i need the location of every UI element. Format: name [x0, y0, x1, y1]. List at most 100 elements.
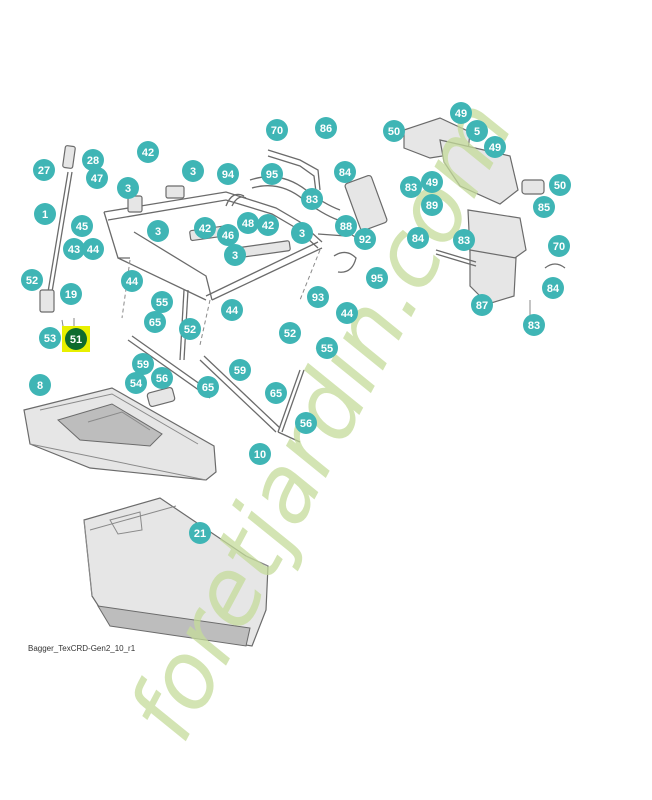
callout-number: 89	[426, 200, 438, 212]
part-callout-59: 59	[229, 359, 251, 381]
callout-circle	[224, 244, 246, 266]
callout-number: 27	[38, 165, 50, 177]
callout-circle	[261, 163, 283, 185]
catcher-lid	[23, 387, 217, 481]
part-callout-3: 3	[182, 160, 204, 182]
part-callout-92: 92	[354, 228, 376, 250]
callout-circle	[421, 194, 443, 216]
callout-circle	[121, 270, 143, 292]
part-callout-84: 84	[407, 227, 429, 249]
callout-number: 83	[528, 320, 540, 332]
callout-circle	[548, 235, 570, 257]
callout-circle	[301, 188, 323, 210]
callout-circle	[336, 302, 358, 324]
part-callout-1: 1	[34, 203, 56, 225]
callout-circle	[400, 176, 422, 198]
part-callout-55: 55	[316, 337, 338, 359]
part-callout-28: 28	[82, 149, 104, 171]
callout-number: 46	[222, 230, 234, 242]
callout-number: 59	[137, 359, 149, 371]
callout-number: 84	[339, 167, 352, 179]
part-callout-44: 44	[221, 299, 243, 321]
callout-number: 70	[271, 125, 283, 137]
callout-number: 56	[300, 418, 312, 430]
callout-circle	[151, 367, 173, 389]
part-callout-59: 59	[132, 353, 154, 375]
part-callout-44: 44	[336, 302, 358, 324]
callout-number: 92	[359, 234, 371, 246]
part-callout-56: 56	[151, 367, 173, 389]
callout-circle	[125, 372, 147, 394]
callout-number: 47	[91, 173, 103, 185]
watermark: foretjardin.com	[108, 83, 534, 757]
part-callout-10: 10	[249, 443, 271, 465]
callout-circle	[265, 382, 287, 404]
part-callout-48: 48	[237, 212, 259, 234]
callout-number: 52	[284, 328, 296, 340]
callout-circle	[221, 299, 243, 321]
callout-number: 3	[155, 226, 161, 238]
callout-circle	[71, 215, 93, 237]
callout-circle	[132, 353, 154, 375]
callout-number: 5	[474, 126, 480, 138]
callout-number: 53	[44, 333, 56, 345]
callout-circle	[291, 222, 313, 244]
part-callout-52: 52	[179, 318, 201, 340]
callout-circle	[471, 294, 493, 316]
callout-circle	[450, 102, 472, 124]
callout-number: 8	[37, 380, 43, 392]
callout-number: 44	[126, 276, 139, 288]
callout-circle	[533, 196, 555, 218]
part-callout-52: 52	[21, 269, 43, 291]
part-callout-83: 83	[400, 176, 422, 198]
callout-circle	[197, 376, 219, 398]
callout-number: 3	[190, 166, 196, 178]
callout-circle	[29, 374, 51, 396]
callout-circle	[33, 159, 55, 181]
callout-number: 93	[312, 292, 324, 304]
part-callout-83: 83	[453, 229, 475, 251]
part-callout-5: 5	[466, 120, 488, 142]
callout-number: 49	[489, 142, 501, 154]
callout-circle	[549, 174, 571, 196]
callout-circle	[453, 229, 475, 251]
callout-circle	[21, 269, 43, 291]
callout-circle	[407, 227, 429, 249]
callout-circle	[194, 217, 216, 239]
callout-number: 65	[202, 382, 214, 394]
callout-number: 10	[254, 449, 266, 461]
part-callout-65: 65	[144, 311, 166, 333]
highlighted-callout-number: 51	[70, 334, 82, 346]
part-callout-93: 93	[307, 286, 329, 308]
part-callout-55: 55	[151, 291, 173, 313]
callout-number: 42	[199, 223, 211, 235]
highlighted-callout-circle	[65, 328, 87, 350]
callout-circle	[144, 311, 166, 333]
diagram-caption: Bagger_TexCRD-Gen2_10_r1	[28, 644, 136, 653]
part-callout-89: 89	[421, 194, 443, 216]
callout-number: 52	[26, 275, 38, 287]
callout-number: 54	[130, 378, 143, 390]
callout-number: 1	[42, 209, 48, 221]
callout-circle	[266, 119, 288, 141]
callout-circle	[257, 214, 279, 236]
callout-number: 44	[87, 244, 100, 256]
part-callout-43: 43	[63, 238, 85, 260]
callout-circle	[229, 359, 251, 381]
callout-number: 44	[341, 308, 354, 320]
callout-number: 83	[458, 235, 470, 247]
callout-circle	[466, 120, 488, 142]
part-callout-65: 65	[197, 376, 219, 398]
callout-circle	[366, 267, 388, 289]
callout-circle	[34, 203, 56, 225]
highlight-51: 51	[62, 326, 90, 352]
callout-circle	[315, 117, 337, 139]
callout-circle	[421, 171, 443, 193]
part-callout-84: 84	[542, 277, 564, 299]
callout-number: 65	[149, 317, 161, 329]
callout-number: 19	[65, 289, 77, 301]
callout-number: 55	[156, 297, 168, 309]
callout-number: 50	[554, 180, 566, 192]
